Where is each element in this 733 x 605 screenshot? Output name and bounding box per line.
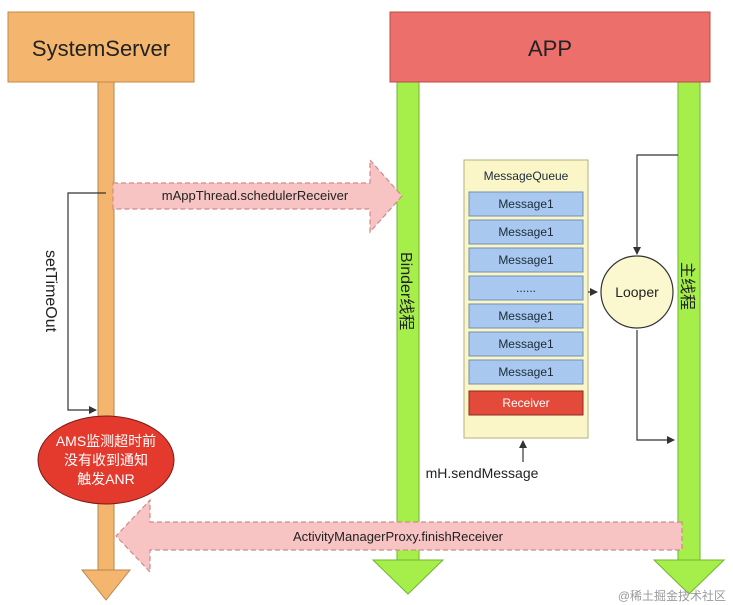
scheduler-receiver-label: mAppThread.schedulerReceiver <box>162 188 349 203</box>
message-item: Message1 <box>468 191 584 217</box>
set-timeout-loop: setTimeOut <box>42 192 106 414</box>
watermark: @稀土掘金技术社区 <box>618 588 726 603</box>
scheduler-receiver-arrow: mAppThread.schedulerReceiver <box>112 158 403 234</box>
message-item: Message1 <box>468 219 584 245</box>
message-item-label: Message1 <box>498 225 554 239</box>
message-item: Message1 <box>468 303 584 329</box>
send-message-label: mH.sendMessage <box>426 465 539 481</box>
message-queue-title: MessageQueue <box>484 169 569 183</box>
main-thread-lifeline <box>652 81 726 595</box>
app-box: APP <box>389 11 711 83</box>
anr-line-2: 没有收到通知 <box>64 452 148 468</box>
anr-line-3: 触发ANR <box>77 471 135 487</box>
message-item-label: Message1 <box>498 309 554 323</box>
receiver-label: Receiver <box>502 396 549 410</box>
message-item: Message1 <box>468 359 584 385</box>
finish-receiver-label: ActivityManagerProxy.finishReceiver <box>293 529 504 544</box>
main-thread-label: 主线程 <box>678 262 696 310</box>
looper-connectors <box>588 154 678 444</box>
system-server-lifeline <box>80 79 132 601</box>
binder-thread-lifeline <box>371 81 445 595</box>
set-timeout-label: setTimeOut <box>42 250 59 333</box>
app-title: APP <box>528 36 572 61</box>
message-item: Message1 <box>468 331 584 357</box>
receiver-item: Receiver <box>468 390 584 416</box>
anr-ellipse: AMS监测超时前 没有收到通知 触发ANR <box>37 415 175 505</box>
message-item: Message1 <box>468 247 584 273</box>
anr-line-1: AMS监测超时前 <box>56 433 156 449</box>
looper: Looper <box>600 255 674 329</box>
message-item-label: Message1 <box>498 365 554 379</box>
system-server-box: SystemServer <box>7 11 195 83</box>
message-items: Message1Message1Message1......Message1Me… <box>468 191 584 385</box>
system-server-title: SystemServer <box>32 36 170 61</box>
message-item-label: Message1 <box>498 253 554 267</box>
message-item-label: Message1 <box>498 197 554 211</box>
message-queue: MessageQueue Message1Message1Message1...… <box>463 159 589 439</box>
message-item-label: ...... <box>516 281 536 295</box>
looper-label: Looper <box>615 284 659 300</box>
send-message-arrow: mH.sendMessage <box>426 440 539 481</box>
message-item: ...... <box>468 275 584 301</box>
finish-receiver-arrow: ActivityManagerProxy.finishReceiver <box>115 498 683 574</box>
message-item-label: Message1 <box>498 337 554 351</box>
binder-thread-label: Binder线程 <box>397 252 415 330</box>
